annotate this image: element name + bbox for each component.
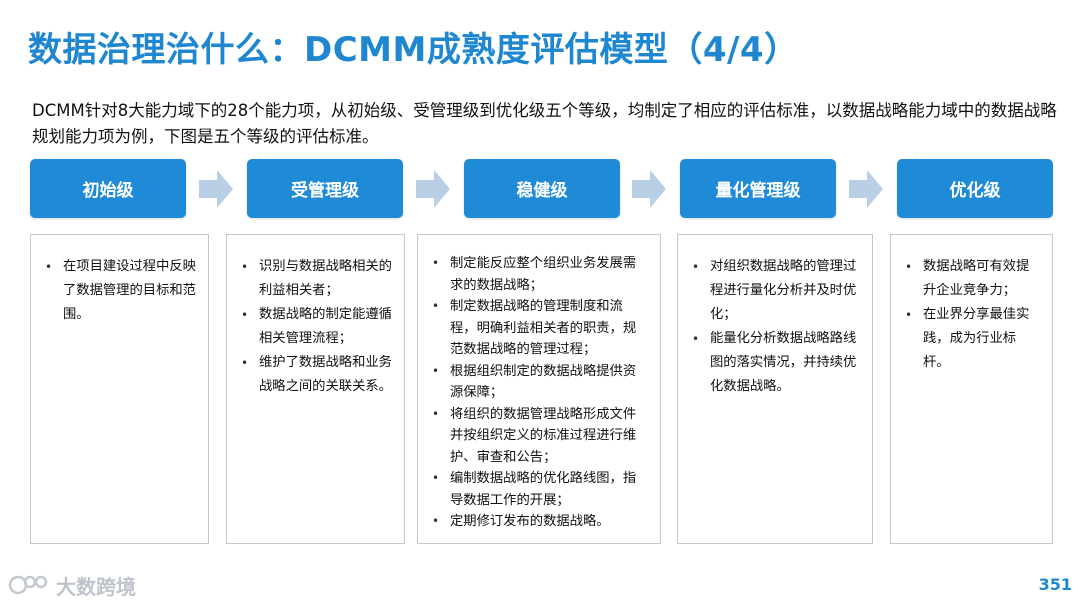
criteria-item: 对组织数据战略的管理过程进行量化分析并及时优化； <box>688 255 860 327</box>
criteria-item: 数据战略可有效提升企业竞争力； <box>901 255 1040 303</box>
page-number: 351 <box>1038 575 1072 594</box>
logo-mark-icon <box>8 575 48 595</box>
level-box-robust: 稳健级 <box>464 159 620 218</box>
arrow-right-icon <box>416 170 450 208</box>
level-box-initial: 初始级 <box>30 159 186 218</box>
arrow-right-icon <box>849 170 883 208</box>
brand-logo: 大数跨境 <box>8 570 136 600</box>
criteria-item: 定期修订发布的数据战略。 <box>428 511 648 533</box>
criteria-item: 制定能反应整个组织业务发展需求的数据战略； <box>428 253 648 296</box>
criteria-card-initial: 在项目建设过程中反映了数据管理的目标和范围。 <box>30 234 209 544</box>
criteria-card-optimizing: 数据战略可有效提升企业竞争力； 在业界分享最佳实践，成为行业标杆。 <box>890 234 1053 544</box>
level-box-managed: 受管理级 <box>247 159 403 218</box>
criteria-item: 将组织的数据管理战略形成文件并按组织定义的标准过程进行维护、审查和公告； <box>428 404 648 469</box>
criteria-item: 维护了数据战略和业务战略之间的关联关系。 <box>237 351 392 399</box>
criteria-item: 能量化分析数据战略路线图的落实情况，并持续优化数据战略。 <box>688 327 860 399</box>
level-box-quantitative: 量化管理级 <box>680 159 836 218</box>
criteria-item: 根据组织制定的数据战略提供资源保障； <box>428 361 648 404</box>
criteria-item: 识别与数据战略相关的利益相关者； <box>237 255 392 303</box>
criteria-card-robust: 制定能反应整个组织业务发展需求的数据战略； 制定数据战略的管理制度和流程，明确利… <box>417 234 661 544</box>
criteria-item: 制定数据战略的管理制度和流程，明确利益相关者的职责，规范数据战略的管理过程； <box>428 296 648 361</box>
criteria-card-quantitative: 对组织数据战略的管理过程进行量化分析并及时优化； 能量化分析数据战略路线图的落实… <box>677 234 873 544</box>
criteria-item: 编制数据战略的优化路线图，指导数据工作的开展； <box>428 468 648 511</box>
level-box-optimizing: 优化级 <box>897 159 1053 218</box>
arrow-right-icon <box>632 170 666 208</box>
logo-text: 大数跨境 <box>56 574 136 599</box>
criteria-item: 在项目建设过程中反映了数据管理的目标和范围。 <box>41 255 196 327</box>
page-title: 数据治理治什么：DCMM成熟度评估模型（4/4） <box>28 30 799 70</box>
criteria-item: 数据战略的制定能遵循相关管理流程； <box>237 303 392 351</box>
criteria-item: 在业界分享最佳实践，成为行业标杆。 <box>901 303 1040 375</box>
intro-paragraph: DCMM针对8大能力域下的28个能力项，从初始级、受管理级到优化级五个等级，均制… <box>32 101 1057 146</box>
arrow-right-icon <box>199 170 233 208</box>
criteria-card-managed: 识别与数据战略相关的利益相关者； 数据战略的制定能遵循相关管理流程； 维护了数据… <box>226 234 405 544</box>
